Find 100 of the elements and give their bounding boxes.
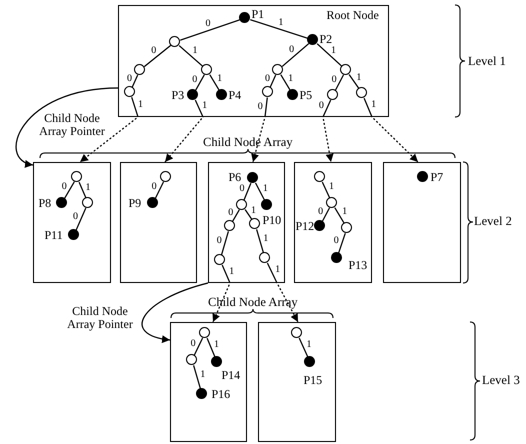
edge-label: 0 — [127, 74, 132, 84]
filled-circle-node — [304, 356, 315, 367]
branch-line — [334, 74, 344, 90]
node-label: P7 — [430, 170, 444, 184]
curved-pointer-arrow — [16, 87, 118, 166]
pointer-arrow — [251, 97, 268, 162]
pointer-arrow — [266, 262, 299, 322]
edge-label: 1 — [229, 266, 234, 277]
edge-label: 0 — [216, 236, 222, 246]
node-label: P1 — [252, 8, 264, 20]
filled-circle-node — [68, 229, 79, 240]
edge-label: 0 — [334, 236, 339, 246]
filled-circle-node — [147, 197, 158, 208]
branch-line — [154, 182, 164, 198]
node-label: P9 — [128, 196, 142, 210]
branch-line — [250, 19, 308, 39]
branch-line — [270, 74, 276, 88]
hollow-circle-node — [327, 89, 338, 100]
hollow-circle-node — [341, 222, 352, 233]
edge-label: 0 — [152, 182, 157, 192]
child-node-array-box — [383, 162, 461, 283]
branch-line — [348, 74, 360, 89]
branch-line — [180, 19, 240, 41]
edge-label: 0 — [190, 338, 196, 349]
filled-circle-node — [307, 34, 318, 45]
pointer-arrow — [212, 264, 231, 322]
hollow-circle-node — [249, 218, 260, 229]
hollow-circle-node — [199, 327, 210, 338]
hollow-circle-node — [201, 64, 212, 75]
box-title: Root Node — [326, 8, 379, 22]
hollow-circle-node — [134, 64, 145, 75]
edge-label: 0 — [239, 184, 244, 194]
node-label: P16 — [212, 388, 230, 400]
edge-label: 0 — [62, 182, 67, 192]
hollow-circle-node — [326, 197, 337, 208]
edge-label: 0 — [318, 206, 324, 217]
branch-line — [244, 182, 252, 200]
filled-circle-node — [211, 356, 222, 367]
filled-circle-node — [417, 171, 428, 182]
edge-label: 0 — [332, 74, 337, 85]
hollow-circle-node — [291, 327, 302, 338]
edge-label: Child Node Array Pointer — [38, 112, 106, 138]
hollow-circle-node — [262, 86, 273, 97]
hollow-circle-node — [82, 197, 93, 208]
pointer-arrow — [164, 100, 204, 162]
branch-line — [178, 45, 204, 67]
edge-label: 0 — [265, 74, 270, 84]
hollow-circle-node — [356, 87, 367, 98]
hollow-circle-node — [314, 171, 325, 182]
node-label: P5 — [300, 88, 312, 102]
pointer-arrow — [80, 97, 139, 162]
edge-label: Child Node Array Pointer — [66, 305, 134, 331]
branch-line — [282, 43, 310, 67]
node-label: P6 — [228, 170, 242, 184]
branch-line — [338, 233, 346, 253]
filled-circle-node — [239, 12, 250, 23]
node-label: P8 — [38, 196, 52, 210]
edge-label: 1 — [331, 46, 336, 56]
branch-line — [280, 74, 291, 91]
child-node-array-box — [258, 322, 336, 442]
branch-line — [144, 44, 172, 68]
branch-line — [322, 208, 330, 222]
filled-circle-node — [287, 89, 298, 100]
node-label: P13 — [348, 258, 368, 272]
hollow-circle-node — [71, 171, 82, 182]
hollow-circle-node — [259, 252, 270, 263]
pointer-arrow — [364, 98, 418, 162]
level-label: Child Node Array — [203, 136, 293, 149]
edge-label: 0 — [289, 45, 294, 56]
level-label: Level 2 — [474, 215, 512, 228]
node-label: P10 — [262, 214, 282, 226]
filled-circle-node — [261, 199, 272, 210]
branch-line — [254, 182, 266, 200]
branch-line — [232, 210, 240, 222]
filled-circle-node — [187, 89, 198, 100]
level-label: Child Node Array — [208, 296, 298, 309]
hollow-circle-node — [272, 64, 283, 75]
edge-label: 0 — [206, 19, 211, 30]
edge-label: 0 — [73, 212, 78, 222]
hollow-circle-node — [236, 199, 247, 210]
hollow-circle-node — [340, 64, 351, 75]
edge-label: 0 — [228, 208, 234, 218]
node-label: P2 — [320, 32, 332, 46]
edge-label: 0 — [192, 74, 198, 85]
hollow-circle-node — [186, 354, 197, 365]
branch-line — [64, 182, 75, 198]
filled-circle-node — [331, 252, 342, 263]
edge-label: 0 — [318, 101, 324, 112]
node-label: P15 — [304, 374, 322, 386]
branch-line — [206, 338, 216, 358]
filled-circle-node — [216, 89, 227, 100]
branch-line — [76, 208, 86, 230]
hollow-circle-node — [169, 36, 180, 47]
branch-line — [78, 182, 86, 198]
filled-circle-node — [56, 197, 67, 208]
branch-line — [132, 74, 138, 88]
edge-label: 0 — [151, 46, 156, 56]
curved-pointer-arrow — [142, 282, 208, 343]
node-label: P12 — [296, 220, 314, 232]
branch-line — [244, 209, 252, 220]
